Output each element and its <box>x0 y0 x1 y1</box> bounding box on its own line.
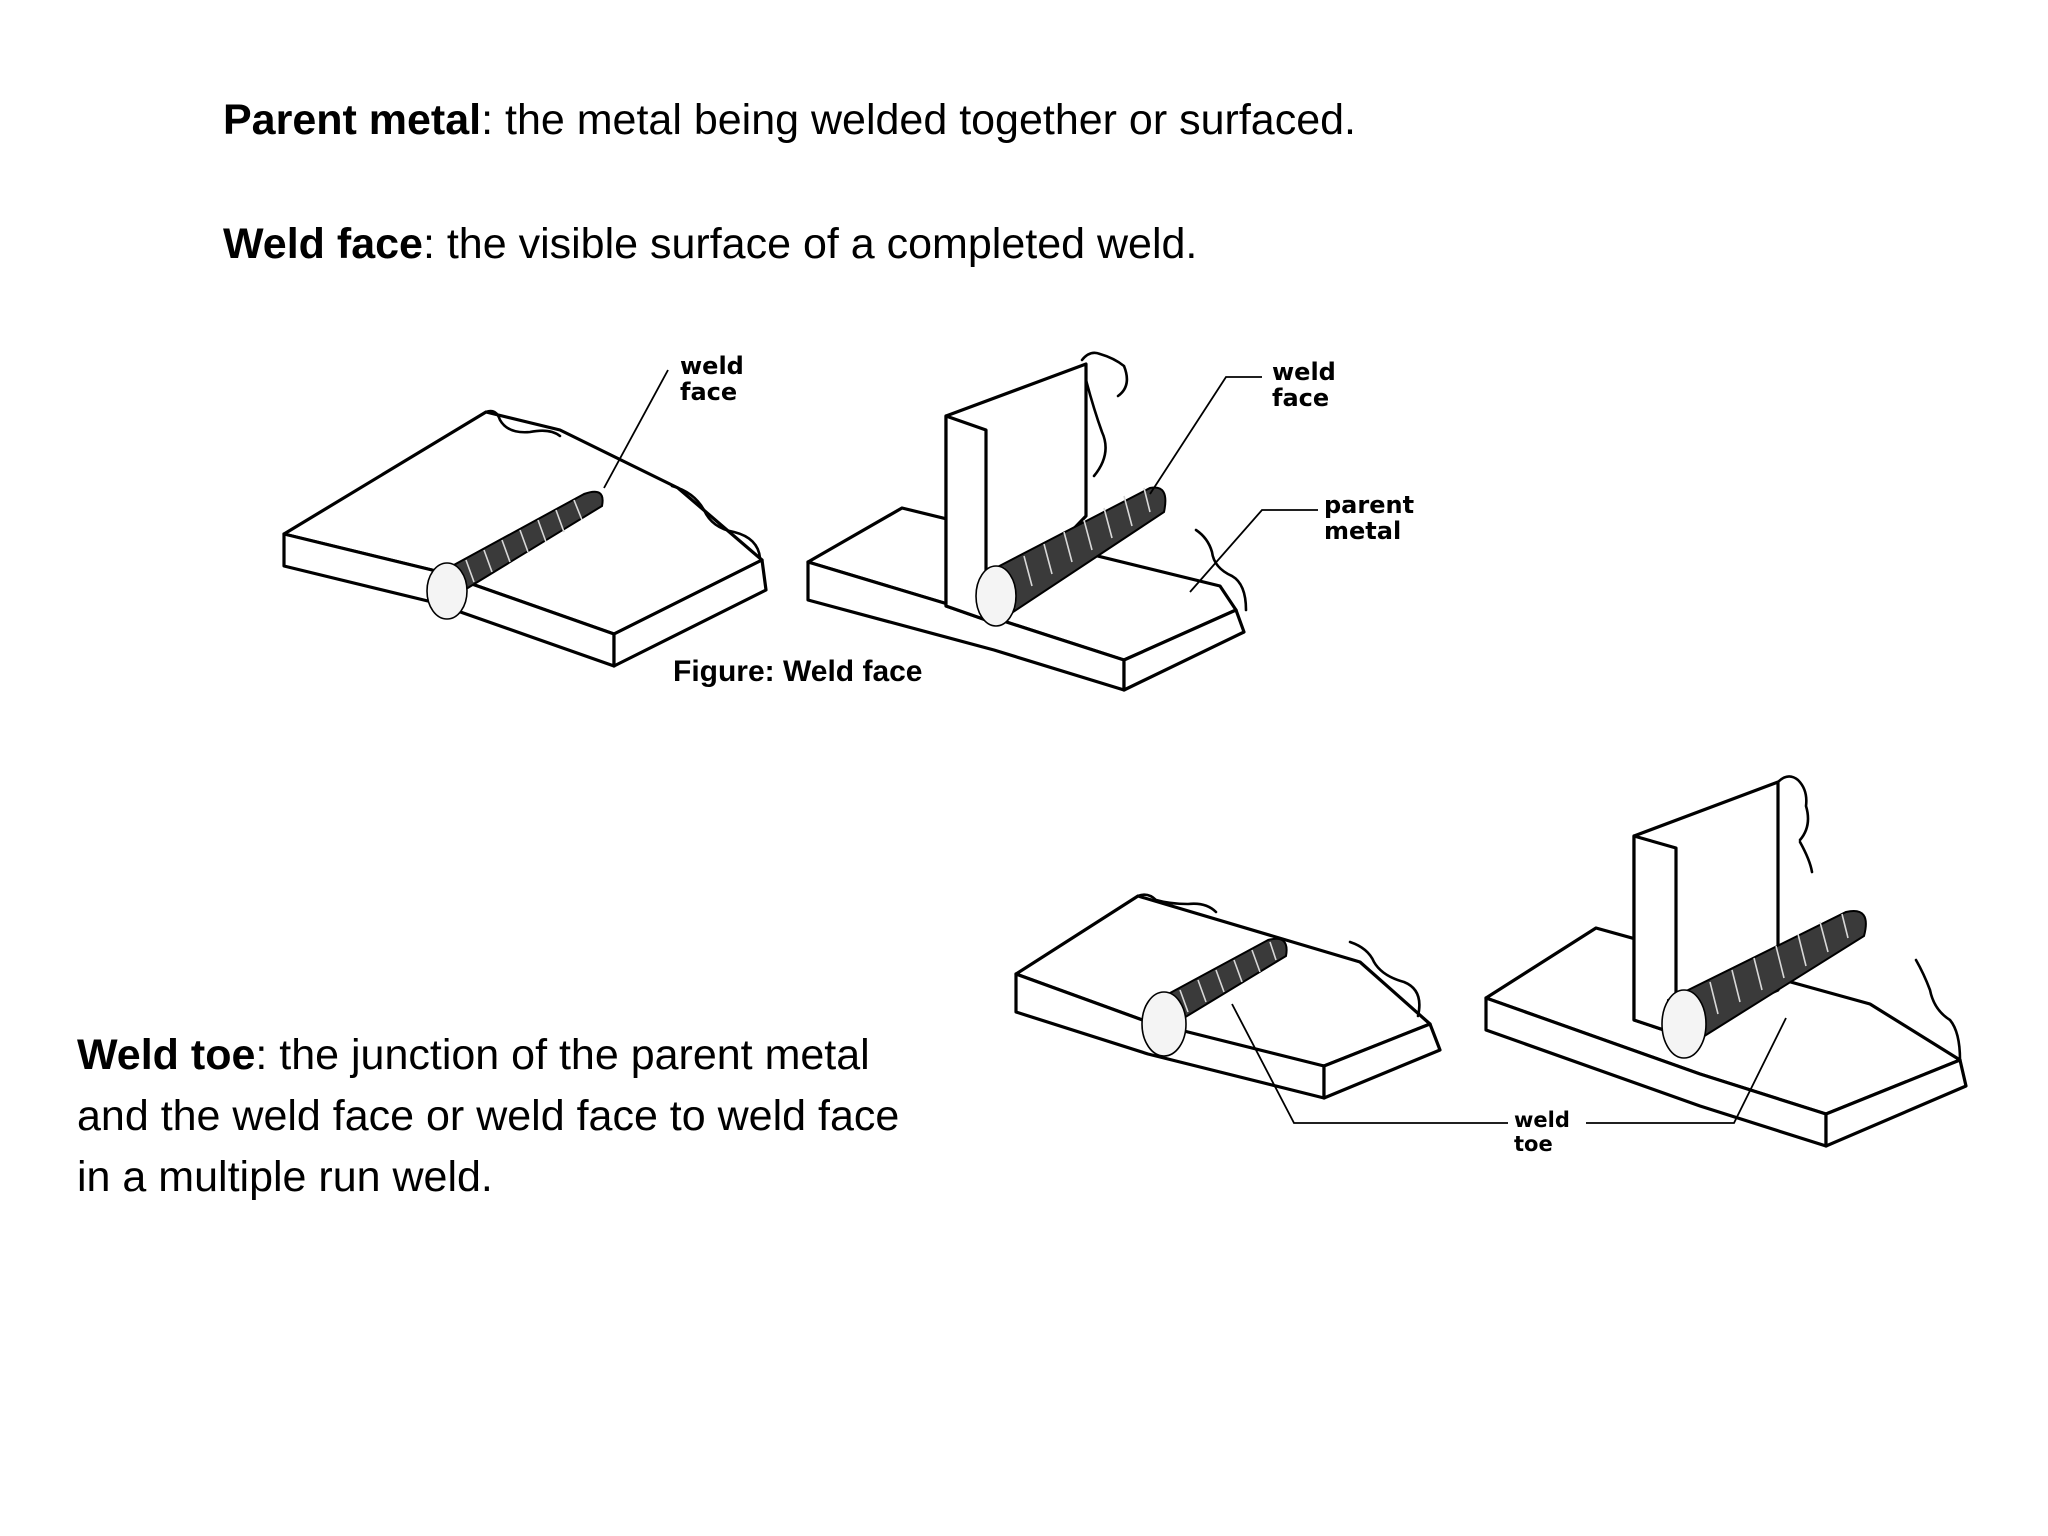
figure-caption-weld-face: Figure: Weld face <box>673 655 923 688</box>
leader-butt-weld-face <box>603 369 669 489</box>
term-weld-toe: Weld toe <box>77 1031 256 1079</box>
butt-weld-plate-drawing <box>282 409 768 668</box>
label-weld-toe-line2: toe <box>1514 1132 1553 1156</box>
definition-weld-toe-line-3: in a multiple run weld. <box>77 1153 493 1201</box>
leader-weld-toe-right <box>1586 1017 1787 1124</box>
definition-weld-toe: Weld toe: the junction of the parent met… <box>77 1025 1017 1208</box>
label-fillet-weld-face-line1: weld <box>1272 358 1336 386</box>
term-parent-metal: Parent metal <box>223 96 482 144</box>
definition-text-weld-face: : the visible surface of a completed wel… <box>422 220 1198 268</box>
butt-weld-toe-drawing <box>1014 893 1442 1100</box>
fillet-weld-tjoint-drawing <box>806 351 1248 692</box>
definition-text-weld-toe-1: : the junction of the parent metal <box>255 1031 870 1079</box>
label-parent-metal-line2: metal <box>1324 517 1401 545</box>
label-butt-weld-face-line1: weld <box>680 352 744 380</box>
definition-parent-metal: Parent metal: the metal being welded tog… <box>223 90 1356 151</box>
leader-fillet-weld-face <box>1149 376 1262 495</box>
label-butt-weld-face-line2: face <box>680 378 737 406</box>
leader-parent-metal <box>1189 509 1318 593</box>
fillet-weld-toe-drawing <box>1484 775 1968 1148</box>
definition-text-parent-metal: : the metal being welded together or sur… <box>481 96 1356 144</box>
label-parent-metal-line1: parent <box>1324 491 1414 519</box>
leader-weld-toe-left <box>1231 1003 1508 1124</box>
definition-weld-toe-line-1: Weld toe: the junction of the parent met… <box>77 1025 1017 1086</box>
term-weld-face: Weld face <box>223 220 423 268</box>
definition-weld-face: Weld face: the visible surface of a comp… <box>223 214 1197 275</box>
label-weld-toe-line1: weld <box>1514 1108 1570 1132</box>
label-fillet-weld-face-line2: face <box>1272 384 1329 412</box>
definition-weld-toe-line-2: and the weld face or weld face to weld f… <box>77 1092 900 1140</box>
